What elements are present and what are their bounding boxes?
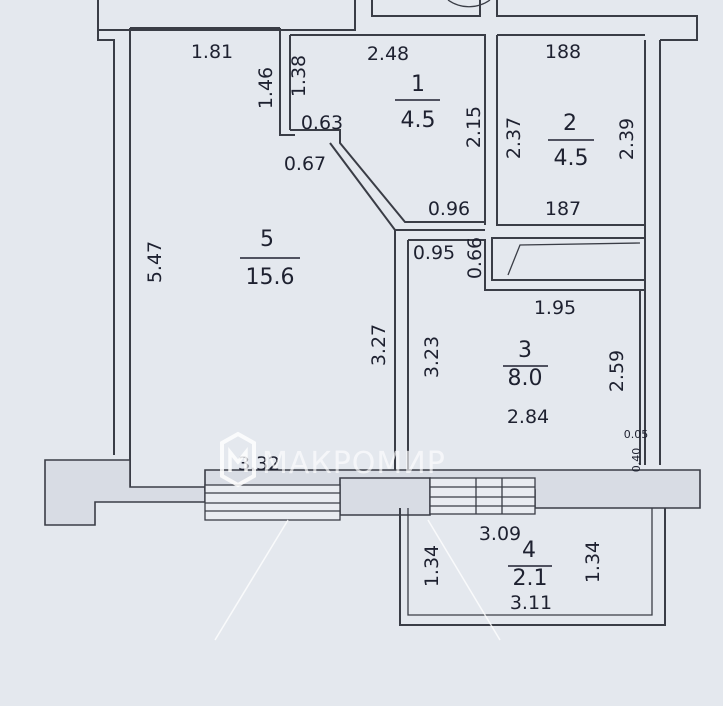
room-2-area: 4.5: [554, 146, 589, 171]
top-walls: [97, 0, 698, 41]
niche: [491, 237, 646, 281]
dim-label: 2.48: [367, 43, 409, 65]
dim-label: 0.40: [630, 448, 643, 473]
dim-label: 3.32: [238, 453, 280, 475]
dim-label: 188: [545, 41, 581, 63]
room-3-number: 3: [518, 338, 532, 363]
room-1-area: 4.5: [401, 108, 436, 133]
dim-label: 3.09: [479, 523, 521, 545]
room-5-area: 15.6: [246, 265, 295, 290]
watermark-lines: [214, 519, 501, 641]
bottom-wall: [204, 469, 701, 521]
dim-label: 2.84: [507, 406, 549, 428]
dim-label: 0.67: [284, 153, 326, 175]
window-left: [204, 484, 341, 521]
dim-label: 1.46: [255, 67, 277, 109]
dim-label: 5.47: [144, 241, 166, 283]
dim-label: 3.23: [421, 336, 443, 378]
dim-label: 2.59: [606, 350, 628, 392]
dim-label: 3.27: [368, 324, 390, 366]
room-2-number: 2: [563, 111, 577, 136]
dim-label: 2.15: [463, 106, 485, 148]
dim-label: 1.38: [288, 55, 310, 97]
vertical-dimension-labels: 1.46 1.38 2.15 2.37 2.39 5.47 0.66 3.27 …: [144, 55, 643, 587]
dim-label: 3.11: [510, 592, 552, 614]
dim-label: 1.34: [421, 545, 443, 587]
window-right: [429, 477, 536, 515]
watermark: МАКРОМИР: [220, 431, 446, 488]
dim-label: 1.34: [582, 541, 604, 583]
dim-label: 187: [545, 198, 581, 220]
room-3-label: 3 8.0: [503, 338, 548, 391]
dim-label: 0.96: [428, 198, 470, 220]
dim-label: 0.05: [624, 428, 649, 441]
dim-label: 0.66: [464, 237, 486, 279]
room-3-area: 8.0: [508, 366, 543, 391]
room-2-label: 2 4.5: [548, 111, 594, 171]
room-1-number: 1: [411, 72, 425, 97]
dim-label: 0.95: [413, 242, 455, 264]
dimension-labels: 1.81 2.48 188 0.63 0.67 0.96 187 0.95 1.…: [191, 41, 648, 614]
dim-label: 2.39: [616, 118, 638, 160]
dim-label: 2.37: [503, 117, 525, 159]
room-4-walls: [399, 508, 666, 626]
dim-label: 1.81: [191, 41, 233, 63]
room-1-walls: [279, 28, 486, 231]
room-1-label: 1 4.5: [395, 72, 440, 133]
watermark-logo-icon: [220, 431, 256, 488]
room-2-walls: [496, 34, 645, 226]
room-4-area: 2.1: [513, 566, 548, 591]
dim-label: 1.95: [534, 297, 576, 319]
watermark-text: МАКРОМИР: [262, 446, 446, 481]
room-5-label: 5 15.6: [240, 227, 300, 290]
dim-label: 0.63: [301, 112, 343, 134]
room-5-number: 5: [260, 227, 274, 252]
room-4-number: 4: [522, 538, 536, 563]
room-4-label: 4 2.1: [508, 538, 552, 591]
